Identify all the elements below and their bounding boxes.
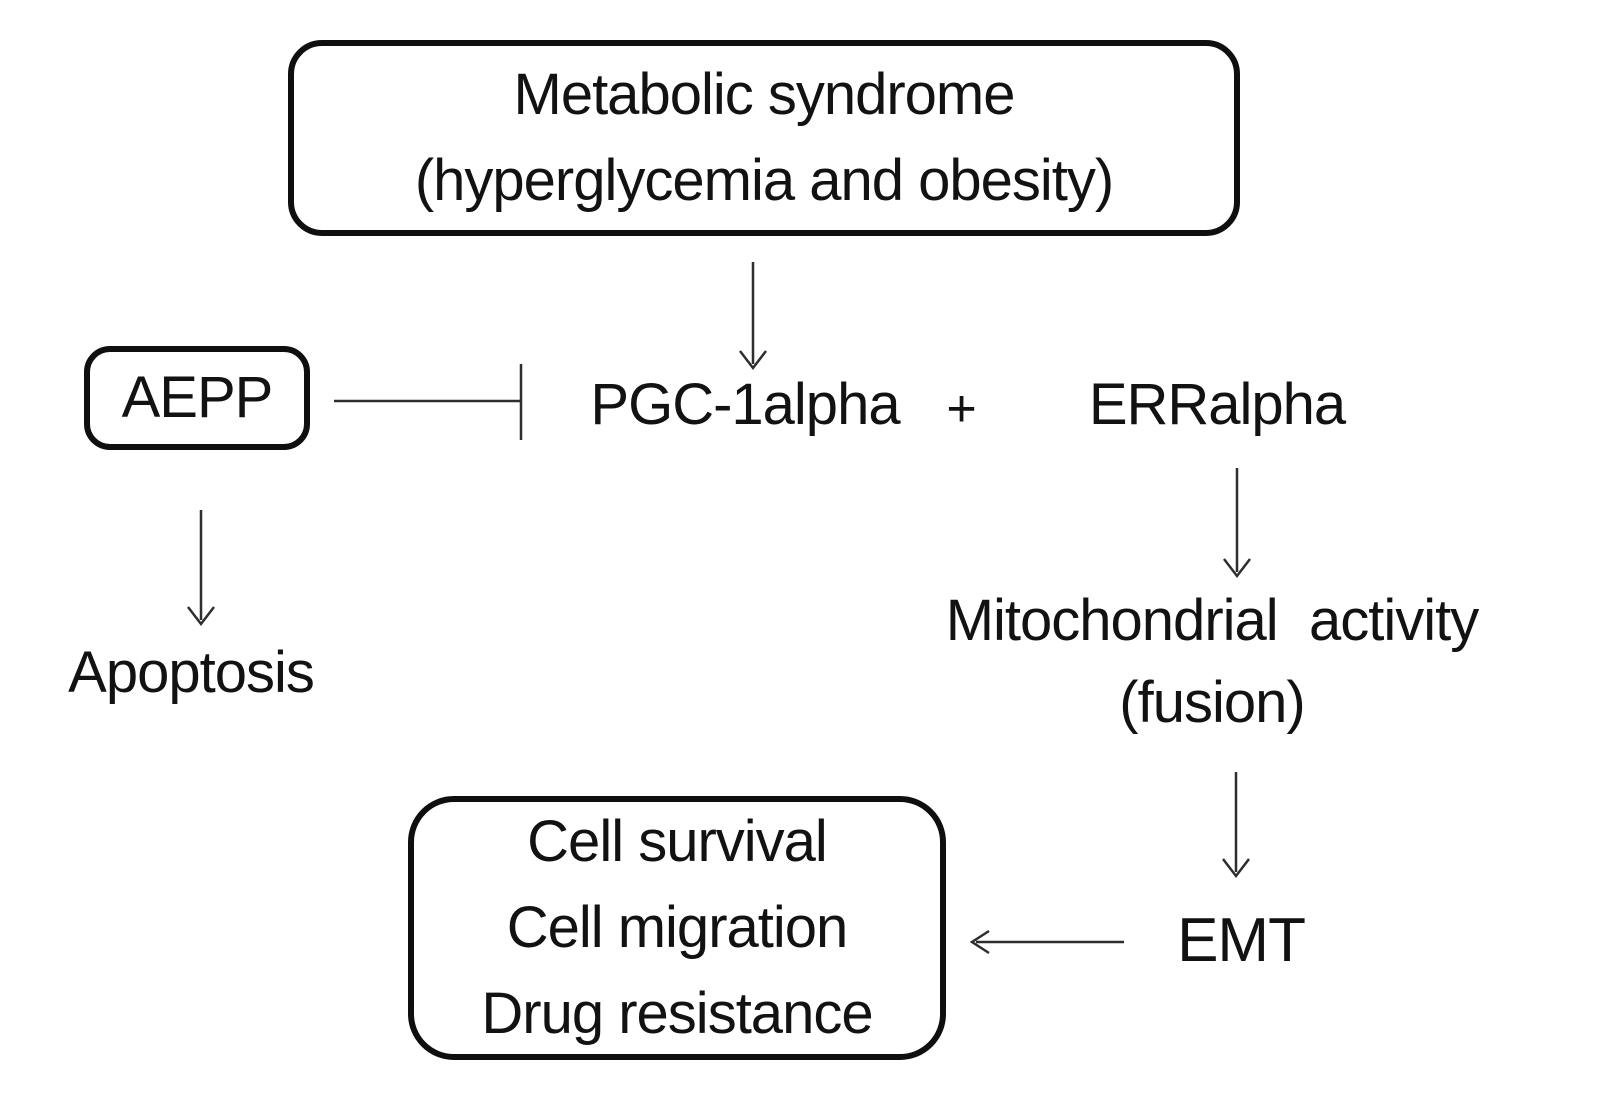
arrow-metabolic-to-pgc bbox=[739, 262, 767, 371]
mitochondrial-activity-line2: (fusion) bbox=[1119, 670, 1305, 735]
arrow-head-down-icon bbox=[739, 350, 767, 371]
metabolic-syndrome-line1: Metabolic syndrome bbox=[513, 62, 1016, 127]
arrow-head-down-icon bbox=[1222, 858, 1250, 879]
arrow-head-down-icon bbox=[1223, 558, 1251, 579]
mitochondrial-activity-line1: Mitochondrial activity bbox=[945, 588, 1480, 653]
outcomes-line2: Cell migration bbox=[506, 895, 849, 960]
arrow-mito-to-emt bbox=[1222, 772, 1250, 879]
label-mitochondrial-activity: Mitochondrial activity (fusion) bbox=[882, 580, 1542, 744]
arrow-head-down-icon bbox=[187, 606, 215, 627]
label-apoptosis: Apoptosis bbox=[68, 640, 315, 705]
plus-sign: + bbox=[946, 380, 976, 438]
arrow-aepp-to-apoptosis bbox=[187, 510, 215, 627]
inhibitor-aepp-to-pgc bbox=[334, 364, 523, 440]
label-pgc1alpha: PGC-1alpha bbox=[590, 372, 900, 437]
arrow-err-to-mito bbox=[1223, 468, 1251, 579]
outcomes-line1: Cell survival bbox=[527, 809, 828, 874]
label-erralpha: ERRalpha bbox=[1088, 372, 1346, 437]
aepp-label: AEPP bbox=[121, 365, 274, 430]
node-metabolic-syndrome: Metabolic syndrome (hyperglycemia and ob… bbox=[288, 40, 1240, 236]
arrow-head-left-icon bbox=[969, 929, 990, 955]
arrow-emt-to-outcomes bbox=[969, 929, 1124, 955]
metabolic-syndrome-line2: (hyperglycemia and obesity) bbox=[414, 148, 1114, 213]
node-aepp: AEPP bbox=[84, 346, 310, 450]
label-emt: EMT bbox=[1177, 906, 1306, 975]
outcomes-line3: Drug resistance bbox=[481, 981, 873, 1046]
node-outcomes: Cell survival Cell migration Drug resist… bbox=[408, 796, 946, 1060]
